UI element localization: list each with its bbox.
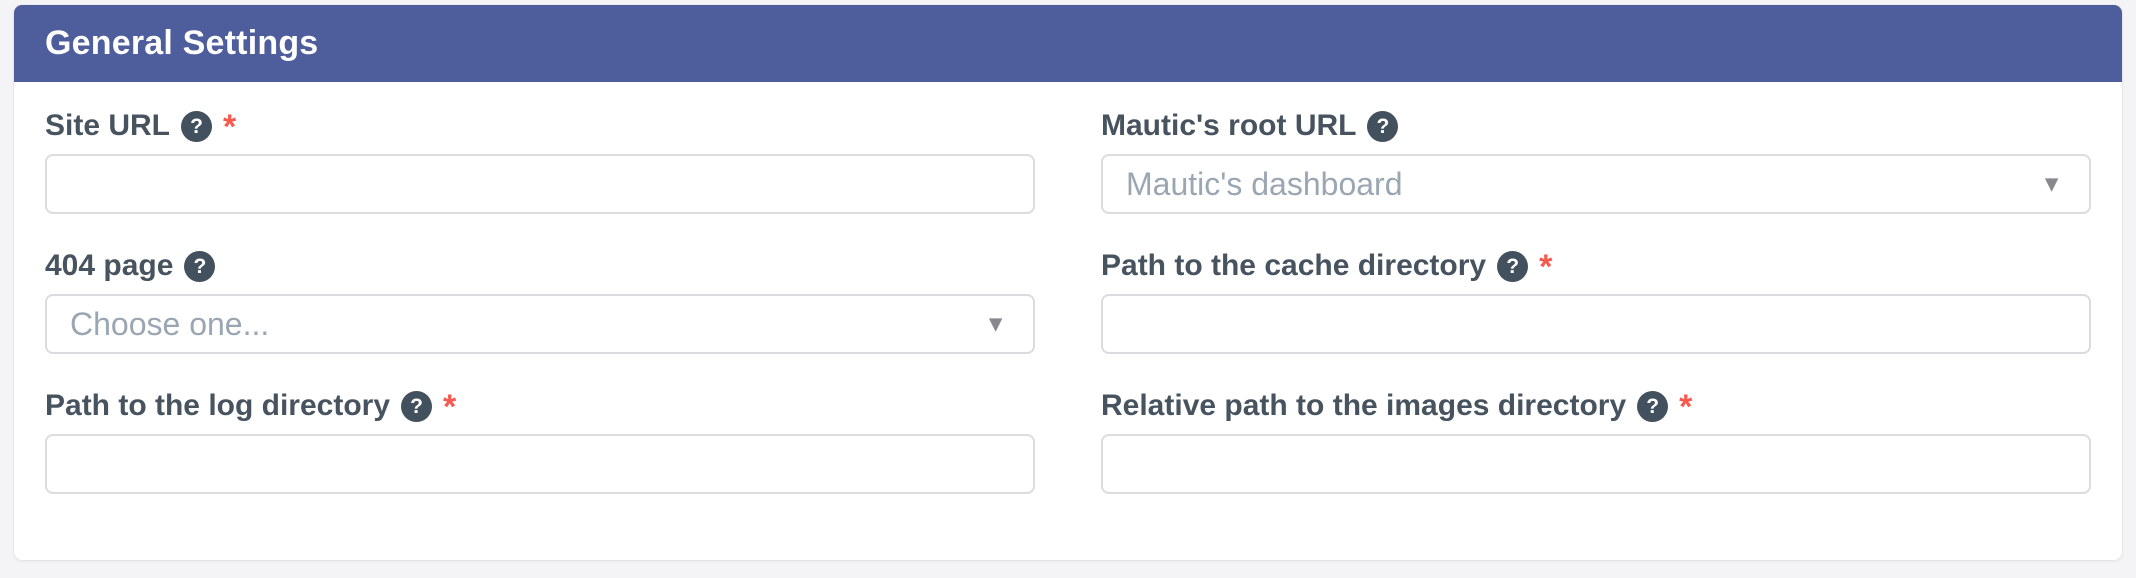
root-url-label-row: Mautic's root URL ? xyxy=(1101,106,2091,146)
required-asterisk: * xyxy=(443,388,457,426)
log-directory-input[interactable] xyxy=(45,434,1035,494)
404-page-select[interactable]: Choose one... ▼ xyxy=(45,294,1035,354)
form-group-root-url: Mautic's root URL ? Mautic's dashboard ▼ xyxy=(1101,106,2091,214)
chevron-down-icon: ▼ xyxy=(2040,170,2063,197)
panel-body: Site URL ? * Mautic's root URL ? Mautic'… xyxy=(14,82,2122,526)
help-icon[interactable]: ? xyxy=(1497,250,1529,282)
cache-directory-label: Path to the cache directory xyxy=(1101,249,1487,282)
general-settings-panel: General Settings Site URL ? * Mautic's r… xyxy=(14,5,2122,560)
site-url-label: Site URL xyxy=(45,109,171,142)
404-page-select-value: Choose one... xyxy=(70,305,270,342)
form-group-images-directory: Relative path to the images directory ? … xyxy=(1101,386,2091,494)
help-icon[interactable]: ? xyxy=(1637,390,1669,422)
required-asterisk: * xyxy=(1539,248,1553,286)
form-group-cache-directory: Path to the cache directory ? * xyxy=(1101,246,2091,354)
root-url-select[interactable]: Mautic's dashboard ▼ xyxy=(1101,154,2091,214)
help-icon[interactable]: ? xyxy=(1367,110,1399,142)
help-icon[interactable]: ? xyxy=(401,390,433,422)
images-directory-input[interactable] xyxy=(1101,434,2091,494)
root-url-label: Mautic's root URL xyxy=(1101,109,1357,142)
root-url-select-value: Mautic's dashboard xyxy=(1126,165,1403,202)
log-directory-label: Path to the log directory xyxy=(45,389,391,422)
log-directory-label-row: Path to the log directory ? * xyxy=(45,386,1035,426)
panel-title: General Settings xyxy=(45,24,319,62)
site-url-input[interactable] xyxy=(45,154,1035,214)
form-group-site-url: Site URL ? * xyxy=(45,106,1035,214)
required-asterisk: * xyxy=(223,108,237,146)
help-icon[interactable]: ? xyxy=(181,110,213,142)
panel-header: General Settings xyxy=(14,5,2122,82)
form-group-404-page: 404 page ? Choose one... ▼ xyxy=(45,246,1035,354)
chevron-down-icon: ▼ xyxy=(984,310,1007,337)
images-directory-label-row: Relative path to the images directory ? … xyxy=(1101,386,2091,426)
cache-directory-input[interactable] xyxy=(1101,294,2091,354)
site-url-label-row: Site URL ? * xyxy=(45,106,1035,146)
404-page-label-row: 404 page ? xyxy=(45,246,1035,286)
404-page-label: 404 page xyxy=(45,249,174,282)
required-asterisk: * xyxy=(1679,388,1693,426)
images-directory-label: Relative path to the images directory xyxy=(1101,389,1627,422)
help-icon[interactable]: ? xyxy=(184,250,216,282)
cache-directory-label-row: Path to the cache directory ? * xyxy=(1101,246,2091,286)
form-group-log-directory: Path to the log directory ? * xyxy=(45,386,1035,494)
